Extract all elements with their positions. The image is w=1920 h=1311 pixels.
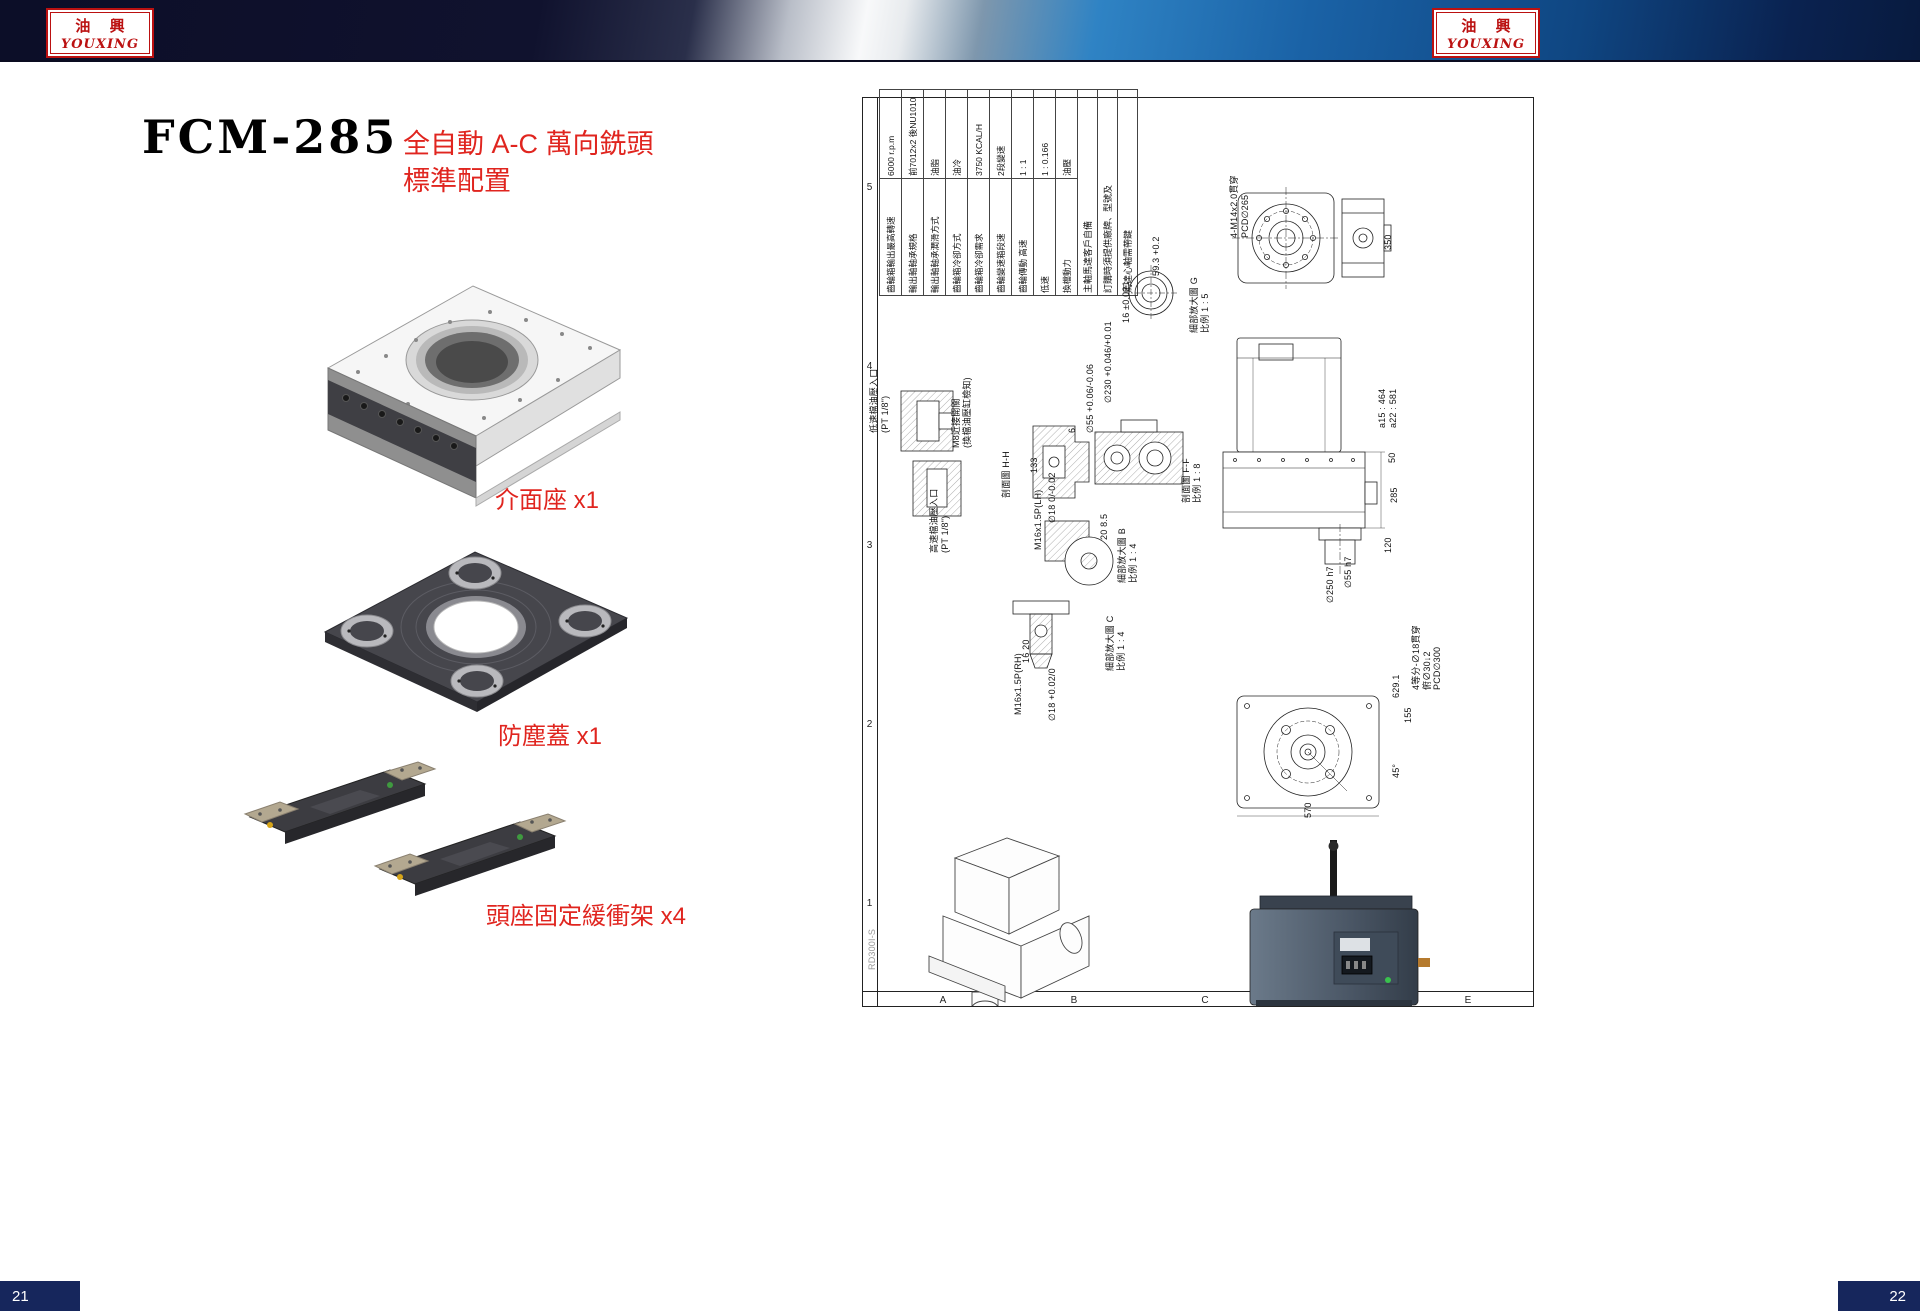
product-model-title: FCM-285 xyxy=(142,110,399,164)
drawing-annotation: 剖面圖 H-H xyxy=(1001,451,1011,498)
drawing-views xyxy=(900,187,1430,1006)
drawing-annotation: 155 xyxy=(1403,707,1413,723)
dust-cover-render xyxy=(323,551,629,712)
interface-seat-render xyxy=(326,285,622,507)
drawing-annotation: 細部放大圖 C 比例 1 : 4 xyxy=(1105,615,1126,671)
drawing-annotation: 629.1 xyxy=(1391,674,1401,698)
page-number-text: 21 xyxy=(12,1287,29,1305)
drawing-annotation: 6 xyxy=(1067,427,1077,433)
part-label-dust-cover: 防塵蓋 x1 xyxy=(498,723,603,750)
engineering-drawing-sheet: 5 4 3 2 1 A B C D E 齒輪箱輸出最高轉速 6000 r.p.m… xyxy=(862,89,1534,1007)
drawing-annotation: 低速檔油壓入口 (PT 1/8") xyxy=(869,368,890,433)
drawing-annotation: 剖面圖 F-F 比例 1 : 8 xyxy=(1181,458,1202,503)
drawing-annotation: 285 xyxy=(1389,487,1399,503)
drawing-annotation: 4-M14x2.0貫穿 PCD∅265 xyxy=(1229,175,1250,238)
company-logo: 油 興 YOUXING xyxy=(46,8,154,58)
grid-row-label: 5 xyxy=(866,182,873,193)
drawing-annotation: 570 xyxy=(1303,802,1313,818)
drawing-doc-code: RD300I-S xyxy=(867,928,877,970)
drawing-annotation: ∅18 0/-0.02 xyxy=(1047,472,1057,523)
company-logo: 油 興 YOUXING xyxy=(1432,8,1540,58)
drawing-annotation: 高速檔油壓入口 (PT 1/8") xyxy=(929,488,950,553)
grid-col-label: E xyxy=(1464,995,1472,1006)
grid-row-label: 1 xyxy=(866,898,873,909)
drawing-annotation: 59.3 +0.2 xyxy=(1151,236,1161,276)
drawing-annotation: 細部放大圖 B 比例 1 : 4 xyxy=(1117,528,1138,583)
logo-en-text: YOUXING xyxy=(60,36,140,52)
sheet-frame-line xyxy=(877,98,878,1006)
drawing-annotation: ∅55 h7 xyxy=(1343,556,1353,588)
logo-en-text: YOUXING xyxy=(1446,36,1526,52)
drawing-annotation: ∅230 +0.046/+0.01 xyxy=(1103,321,1113,403)
drawing-annotation: 16 20 xyxy=(1021,639,1031,663)
drawing-annotation: 350 xyxy=(1383,234,1393,250)
drawing-annotation: 133 xyxy=(1029,457,1039,473)
product-subtitle: 全自動 A-C 萬向銑頭 標準配置 xyxy=(403,129,654,196)
drawing-annotation: 20 8.5 xyxy=(1099,513,1109,540)
drawing-annotation: 4等分-∅18貫穿 俯∅30↓2 PCD∅300 xyxy=(1411,625,1442,690)
sheet-frame-line xyxy=(863,991,1533,992)
logo-cn-text: 油 興 xyxy=(75,16,132,35)
grid-row-label: 2 xyxy=(866,719,873,730)
grid-col-label: A xyxy=(939,995,947,1006)
drawing-annotation: ∅250 h7 xyxy=(1325,566,1335,603)
page-number-right: 22 xyxy=(1838,1281,1920,1311)
drawing-annotation: a15 : 464 a22 : 581 xyxy=(1377,388,1398,428)
drawing-annotation: 16 ±0.021 xyxy=(1121,281,1131,323)
part-label-buffer-bracket: 頭座固定緩衝架 x4 xyxy=(486,903,687,930)
grid-col-label: B xyxy=(1070,995,1078,1006)
page-number-text: 22 xyxy=(1889,1287,1906,1305)
grid-row-label: 4 xyxy=(866,361,873,372)
page-number-left: 21 xyxy=(0,1281,80,1311)
drawing-annotation: ∅18 +0.02/0 xyxy=(1047,668,1057,721)
part-label-interface-seat: 介面座 x1 xyxy=(495,487,600,514)
drawing-annotation: M16x1.5P(LH) xyxy=(1033,489,1043,550)
drawing-annotation: 50 xyxy=(1387,452,1397,463)
grid-col-label: C xyxy=(1201,995,1209,1006)
header-banner xyxy=(0,0,1920,62)
logo-cn-text: 油 興 xyxy=(1461,16,1518,35)
drawing-annotation: 細部放大圖 G 比例 1 : 5 xyxy=(1189,277,1210,333)
buffer-bracket-render xyxy=(243,761,567,896)
drawing-annotation: 120 xyxy=(1383,537,1393,553)
grid-row-label: 3 xyxy=(866,540,873,551)
drawing-annotation: M8近接開關 (換檔油壓缸檢知) xyxy=(951,377,972,448)
drawing-annotation: 45° xyxy=(1391,763,1401,778)
drawing-annotation: ∅55 +0.06/-0.06 xyxy=(1085,363,1095,433)
